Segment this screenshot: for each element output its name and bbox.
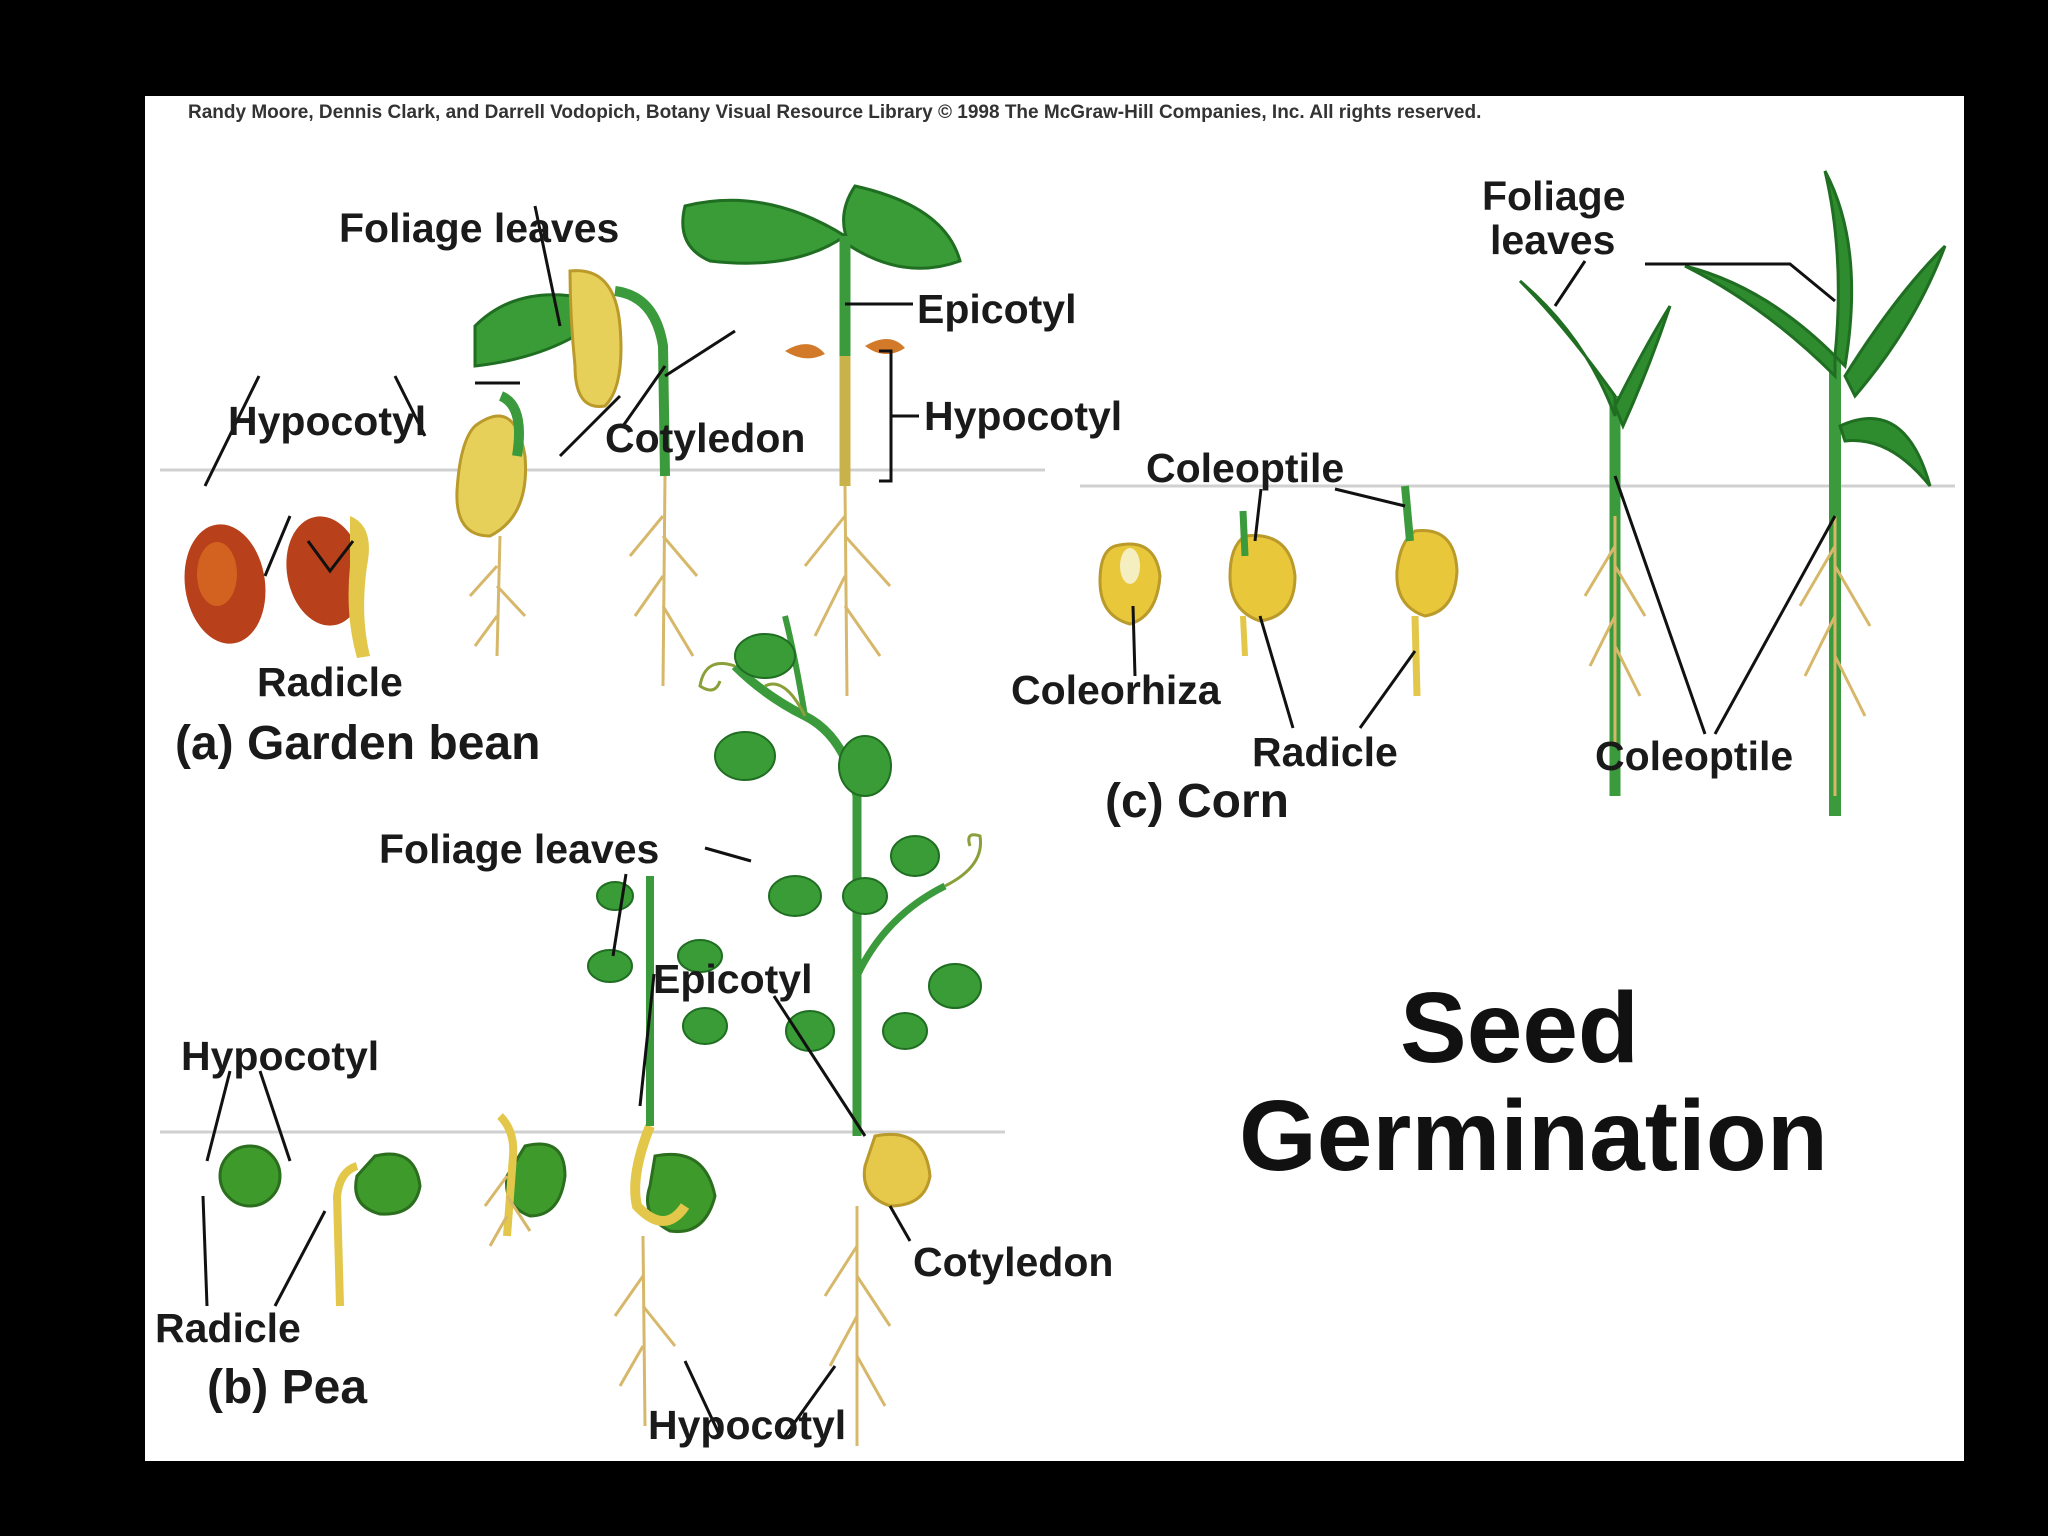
- pea-seedling-5: [698, 615, 983, 1446]
- pea-seedling-2: [332, 1152, 422, 1307]
- corn-seed-3: [1395, 485, 1459, 697]
- corn-foliage-leaves-label-line1: Foliage: [1482, 173, 1626, 219]
- pea-seed-1: [218, 1144, 282, 1208]
- corn-seed-1: [1098, 542, 1162, 626]
- pea-seedling-3: [483, 1113, 567, 1247]
- bean-foliage-leaves-label: Foliage leaves: [339, 205, 620, 251]
- corn-coleorhiza-label: Coleorhiza: [1011, 667, 1221, 713]
- corn-foliage-leaves-label-line2: leaves: [1490, 217, 1616, 263]
- bean-seedling-3: [455, 391, 528, 657]
- pea-hypocotyl-bottom-label: Hypocotyl: [648, 1402, 847, 1448]
- bean-seed-1: [184, 524, 266, 644]
- bean-hypocotyl-right-label: Hypocotyl: [924, 393, 1123, 439]
- bean-seed-2: [286, 516, 370, 658]
- pea-caption: (b) Pea: [207, 1361, 368, 1414]
- corn-seedling-5: [1684, 170, 1947, 816]
- soil-lines: [160, 468, 1955, 1134]
- pea-radicle-label: Radicle: [155, 1305, 301, 1351]
- bean-caption: (a) Garden bean: [175, 717, 541, 770]
- corn-seed-2: [1228, 510, 1297, 657]
- bean-radicle-label: Radicle: [257, 659, 403, 705]
- bean-seedling-4: [473, 269, 699, 687]
- corn-caption: (c) Corn: [1105, 775, 1289, 828]
- corn-seedling-4: [1518, 279, 1672, 796]
- pea-cotyledon-label: Cotyledon: [913, 1239, 1114, 1285]
- corn-coleoptile-bottom-label: Coleoptile: [1595, 733, 1794, 779]
- title-line1: Seed: [1400, 972, 1640, 1084]
- pea-epicotyl-label: Epicotyl: [653, 956, 813, 1002]
- pea-foliage-leaves-label: Foliage leaves: [379, 826, 660, 872]
- bean-seedling-5: [681, 184, 962, 697]
- pea-hypocotyl-top-label: Hypocotyl: [181, 1033, 380, 1079]
- bean-cotyledon-label: Cotyledon: [605, 415, 806, 461]
- corn-coleoptile-top-label: Coleoptile: [1146, 445, 1345, 491]
- corn-leader-lines: [1131, 260, 1837, 735]
- diagram-panel: Randy Moore, Dennis Clark, and Darrell V…: [145, 96, 1964, 1461]
- corn-radicle-label: Radicle: [1252, 729, 1398, 775]
- bean-hypocotyl-left-label: Hypocotyl: [228, 398, 427, 444]
- pea-seedling-4: [587, 876, 728, 1427]
- title-line2: Germination: [1239, 1080, 1828, 1192]
- credit-line: Randy Moore, Dennis Clark, and Darrell V…: [188, 102, 1482, 123]
- pea-leader-lines: [201, 846, 912, 1437]
- bean-leader-lines: [203, 205, 919, 577]
- illustration: [160, 170, 1955, 1446]
- bean-epicotyl-label: Epicotyl: [917, 286, 1077, 332]
